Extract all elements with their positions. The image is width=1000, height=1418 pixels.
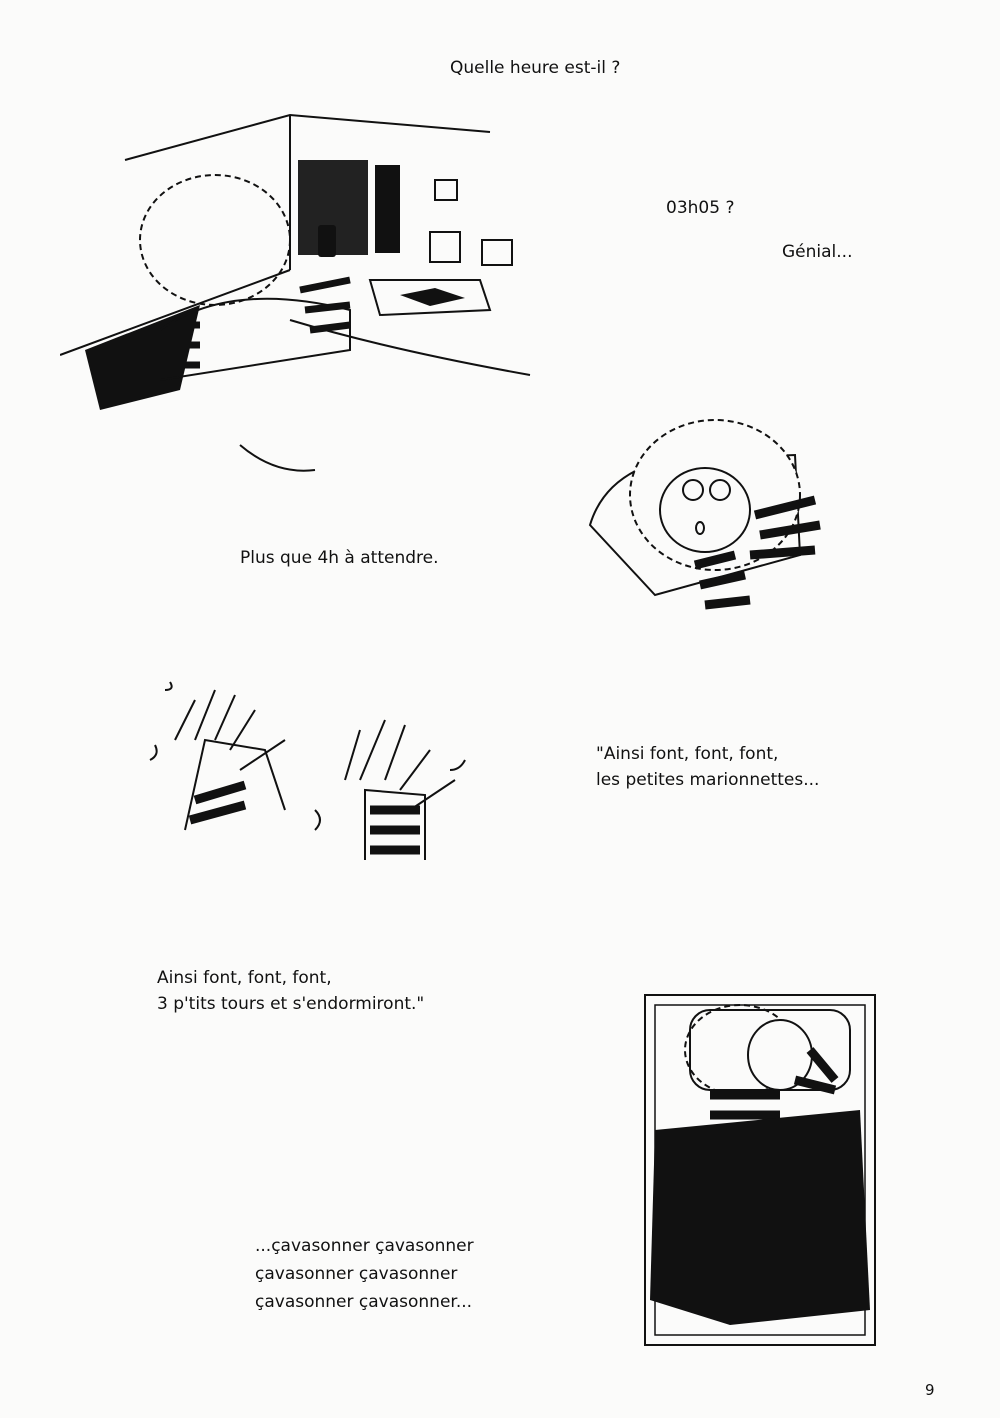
illustration-puppet-hands bbox=[149, 681, 466, 860]
page-number: 9 bbox=[925, 1381, 935, 1399]
illustration-awake-in-bed bbox=[588, 419, 821, 610]
caption-song2-line2: 3 p'tits tours et s'endormiront." bbox=[157, 994, 425, 1014]
caption-question: Quelle heure est-il ? bbox=[450, 58, 621, 78]
caption-time: 03h05 ? bbox=[666, 198, 735, 218]
caption-song2-line1: Ainsi font, font, font, bbox=[157, 968, 332, 988]
illustration-bedroom-phone bbox=[60, 113, 531, 410]
caption-song1-line1: "Ainsi font, font, font, bbox=[596, 744, 779, 764]
caption-wait: Plus que 4h à attendre. bbox=[240, 548, 439, 568]
caption-reaction: Génial... bbox=[782, 242, 853, 262]
illustration-sheet-line bbox=[239, 444, 316, 472]
caption-sleep-line3: çavasonner çavasonner... bbox=[255, 1292, 473, 1312]
caption-sleep-line2: çavasonner çavasonner bbox=[255, 1264, 458, 1284]
illustration-sleeping-in-bed bbox=[644, 994, 876, 1346]
caption-song1-line2: les petites marionnettes... bbox=[596, 770, 820, 790]
caption-sleep-line1: ...çavasonner çavasonner bbox=[255, 1236, 474, 1256]
